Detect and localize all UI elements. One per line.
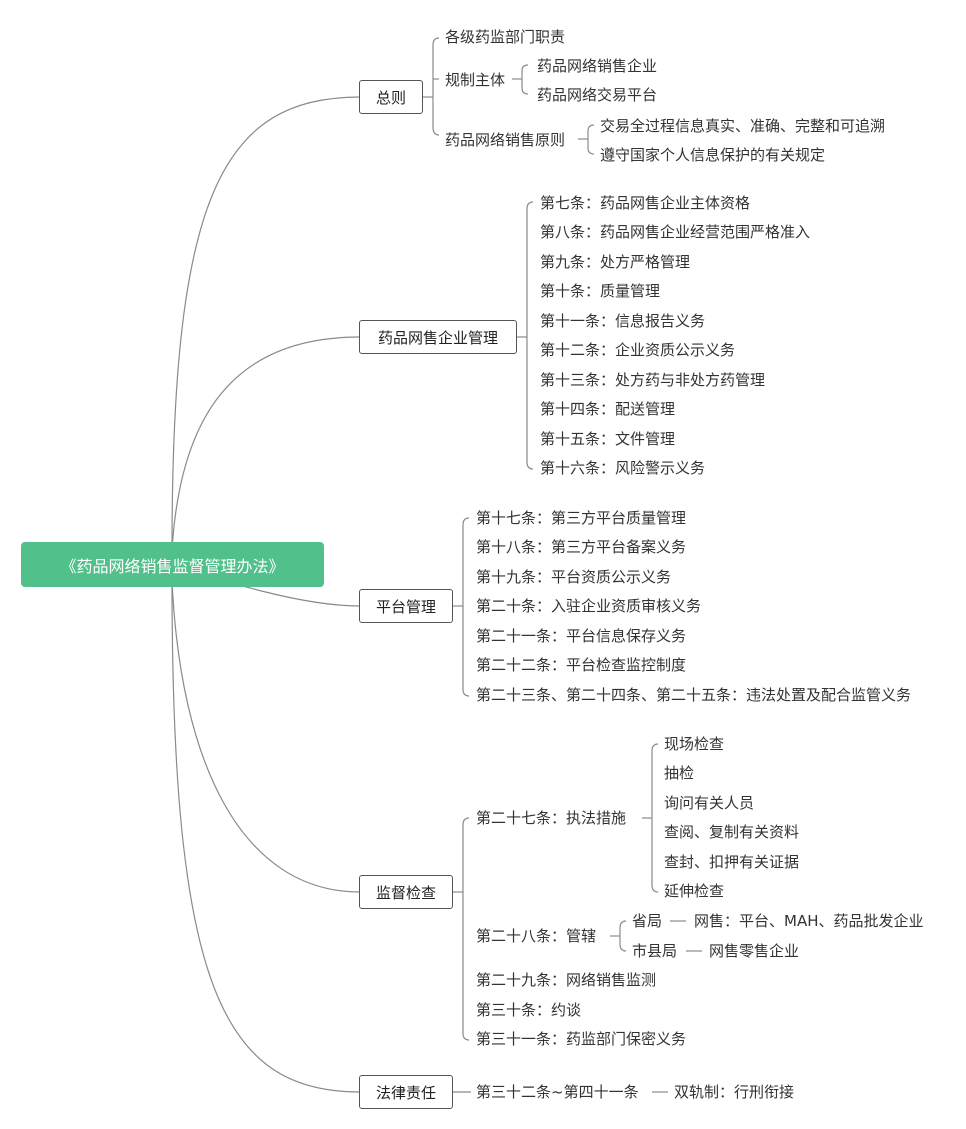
enforcement-measure: 延伸检查 [664, 882, 725, 900]
branch-supervision[interactable]: 监督检查 [359, 875, 453, 909]
enforcement-measure: 现场检查 [664, 735, 725, 753]
enterprise-item: 第十六条：风险警示义务 [540, 459, 706, 477]
supervision-article-28: 第二十八条：管辖 [476, 927, 597, 945]
platform-item: 第二十二条：平台检查监控制度 [476, 656, 687, 674]
enterprise-item: 第十条：质量管理 [540, 282, 661, 300]
enforcement-measure: 查封、扣押有关证据 [664, 853, 800, 871]
branch-platform[interactable]: 平台管理 [359, 589, 453, 623]
supervision-article-27: 第二十七条：执法措施 [476, 809, 627, 827]
enforcement-measure: 询问有关人员 [664, 794, 755, 812]
zongze-principle-traceable: 交易全过程信息真实、准确、完整和可追溯 [600, 117, 886, 135]
enterprise-item: 第八条：药品网售企业经营范围严格准入 [540, 223, 811, 241]
zongze-subject-platform: 药品网络交易平台 [537, 86, 658, 104]
branch-enterprise[interactable]: 药品网售企业管理 [359, 320, 517, 354]
platform-item: 第二十三条、第二十四条、第二十五条：违法处置及配合监管义务 [476, 686, 912, 704]
enterprise-item: 第十二条：企业资质公示义务 [540, 341, 736, 359]
jurisdiction-city: 市县局 [632, 942, 678, 960]
enterprise-item: 第九条：处方严格管理 [540, 253, 691, 271]
zongze-subject-enterprise: 药品网络销售企业 [537, 57, 658, 75]
liability-detail: 双轨制：行刑衔接 [674, 1083, 795, 1101]
root-title[interactable]: 《药品网络销售监督管理办法》 [21, 542, 324, 587]
branch-zongze[interactable]: 总则 [359, 80, 423, 114]
liability-articles: 第三十二条~第四十一条 [476, 1083, 639, 1101]
enforcement-measure: 抽检 [664, 764, 695, 782]
enterprise-item: 第十一条：信息报告义务 [540, 312, 706, 330]
jurisdiction-province-detail: 网售：平台、MAH、药品批发企业 [694, 912, 924, 930]
enterprise-item: 第十五条：文件管理 [540, 430, 676, 448]
zongze-item-duties: 各级药监部门职责 [445, 28, 566, 46]
zongze-item-principles: 药品网络销售原则 [445, 131, 566, 149]
enterprise-item: 第七条：药品网售企业主体资格 [540, 194, 751, 212]
supervision-article-29: 第二十九条：网络销售监测 [476, 971, 657, 989]
enterprise-item: 第十三条：处方药与非处方药管理 [540, 371, 766, 389]
zongze-principle-privacy: 遵守国家个人信息保护的有关规定 [600, 146, 826, 164]
jurisdiction-province: 省局 [632, 912, 663, 930]
platform-item: 第二十条：入驻企业资质审核义务 [476, 597, 702, 615]
zongze-item-subjects: 规制主体 [445, 71, 506, 89]
platform-item: 第十八条：第三方平台备案义务 [476, 538, 687, 556]
platform-item: 第十九条：平台资质公示义务 [476, 568, 672, 586]
supervision-article-31: 第三十一条：药监部门保密义务 [476, 1030, 687, 1048]
enterprise-item: 第十四条：配送管理 [540, 400, 676, 418]
supervision-article-30: 第三十条：约谈 [476, 1001, 582, 1019]
branch-liability[interactable]: 法律责任 [359, 1075, 453, 1109]
platform-item: 第二十一条：平台信息保存义务 [476, 627, 687, 645]
platform-item: 第十七条：第三方平台质量管理 [476, 509, 687, 527]
enforcement-measure: 查阅、复制有关资料 [664, 823, 800, 841]
jurisdiction-city-detail: 网售零售企业 [709, 942, 800, 960]
